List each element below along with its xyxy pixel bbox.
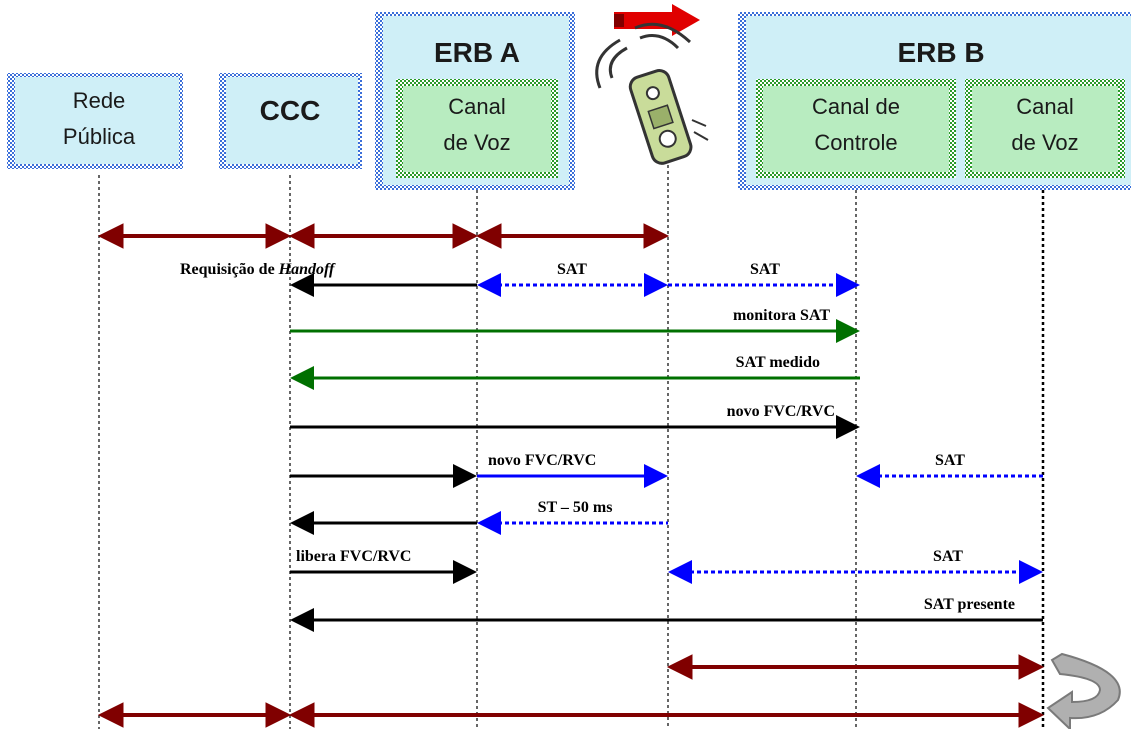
label-novo-fvc-2: novo FVC/RVC [488,452,596,469]
erb-a-title: ERB A [434,37,520,68]
rede-publica-label-2: Pública [63,124,136,149]
msg-monitora-sat: monitora SAT [290,307,860,343]
label-st: ST – 50 ms [538,499,613,516]
lifelines [98,165,1045,729]
erb-b-box: ERB B Canal de Controle Canal de Voz [738,12,1131,190]
label-monitora: monitora SAT [733,307,830,324]
rede-publica-label-1: Rede [73,88,126,113]
erb-b-voice-label-2: de Voz [1011,130,1078,155]
msg-sat-d: SAT [668,548,1043,584]
label-sat-c: SAT [935,452,965,469]
voice-path-new [666,654,1045,680]
erb-a-voice-label-1: Canal [448,94,505,119]
msg-sat-presente: SAT presente [290,596,1043,632]
rede-publica-box: Rede Pública [7,73,183,169]
mobile-phone-icon [595,4,709,165]
label-novo-fvc-1: novo FVC/RVC [727,403,835,420]
label-sat-a: SAT [557,261,587,278]
label-sat-medido: SAT medido [736,354,820,371]
msg-sat-c: SAT [856,452,1043,488]
ccc-label: CCC [260,95,321,126]
loop-arrow-icon [1046,652,1121,729]
erb-a-voice-label-2: de Voz [443,130,510,155]
voice-path-bottom [97,702,1045,728]
label-sat-presente: SAT presente [924,596,1015,613]
msg-st: ST – 50 ms [290,499,668,535]
erb-a-box: ERB A Canal de Voz [375,12,575,190]
voice-path-top [97,223,670,249]
msg-sat-medido: SAT medido [290,354,860,390]
msg-novo-fvc-control: novo FVC/RVC [290,403,860,439]
label-requisicao: Requisição de Handoff [180,261,336,278]
label-libera: libera FVC/RVC [296,548,411,565]
msg-ccc-to-erb-a [290,464,477,488]
label-sat-d: SAT [933,548,963,565]
label-sat-b: SAT [750,261,780,278]
erb-b-voice-label-1: Canal [1016,94,1073,119]
erb-b-title: ERB B [897,37,984,68]
msg-sat-a: SAT [477,261,668,297]
erb-b-voice-channel: Canal de Voz [965,79,1125,178]
erb-b-control-label-1: Canal de [812,94,900,119]
msg-sat-b: SAT [668,261,860,297]
ccc-box: CCC [219,73,362,169]
msg-novo-fvc-mobile: novo FVC/RVC [477,452,668,488]
erb-b-control-channel: Canal de Controle [756,79,956,178]
erb-b-control-label-2: Controle [814,130,897,155]
erb-a-voice-channel: Canal de Voz [396,79,558,178]
msg-libera: libera FVC/RVC [290,548,477,584]
msg-requisicao-handoff: Requisição de Handoff [180,261,477,297]
